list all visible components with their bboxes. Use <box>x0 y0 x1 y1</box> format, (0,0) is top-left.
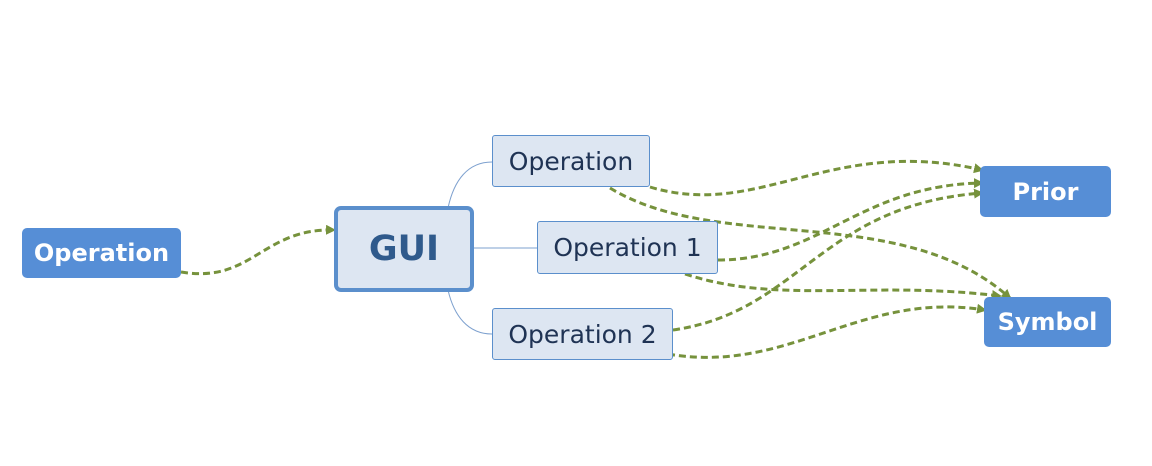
prior-label: Prior <box>1012 177 1079 206</box>
branch-operation-2-label: Operation 2 <box>508 319 657 349</box>
branch-line-top <box>447 161 493 209</box>
symbol-label: Symbol <box>997 308 1098 336</box>
branch-operation-2-node[interactable]: Operation 2 <box>492 308 673 360</box>
prior-node[interactable]: Prior <box>980 166 1111 217</box>
symbol-node[interactable]: Symbol <box>984 297 1111 347</box>
branch-operation-label: Operation <box>508 146 634 176</box>
relation-operation2-to-prior <box>672 188 984 332</box>
relation-operation2-to-symbol <box>667 303 987 359</box>
relation-operation1-to-symbol <box>684 272 1002 300</box>
branch-operation-node[interactable]: Operation <box>492 135 650 187</box>
branch-line-bottom <box>447 289 493 335</box>
relation-operation-to-gui <box>180 224 336 276</box>
central-gui-node[interactable]: GUI <box>334 206 474 292</box>
branch-operation-1-node[interactable]: Operation 1 <box>537 221 718 274</box>
source-operation-label: Operation <box>33 239 170 267</box>
relation-operation1-to-prior <box>717 178 984 262</box>
relation-operation-to-prior <box>649 159 984 197</box>
source-operation-node[interactable]: Operation <box>22 228 181 278</box>
central-gui-label: GUI <box>368 229 440 269</box>
branch-operation-1-label: Operation 1 <box>553 233 702 262</box>
